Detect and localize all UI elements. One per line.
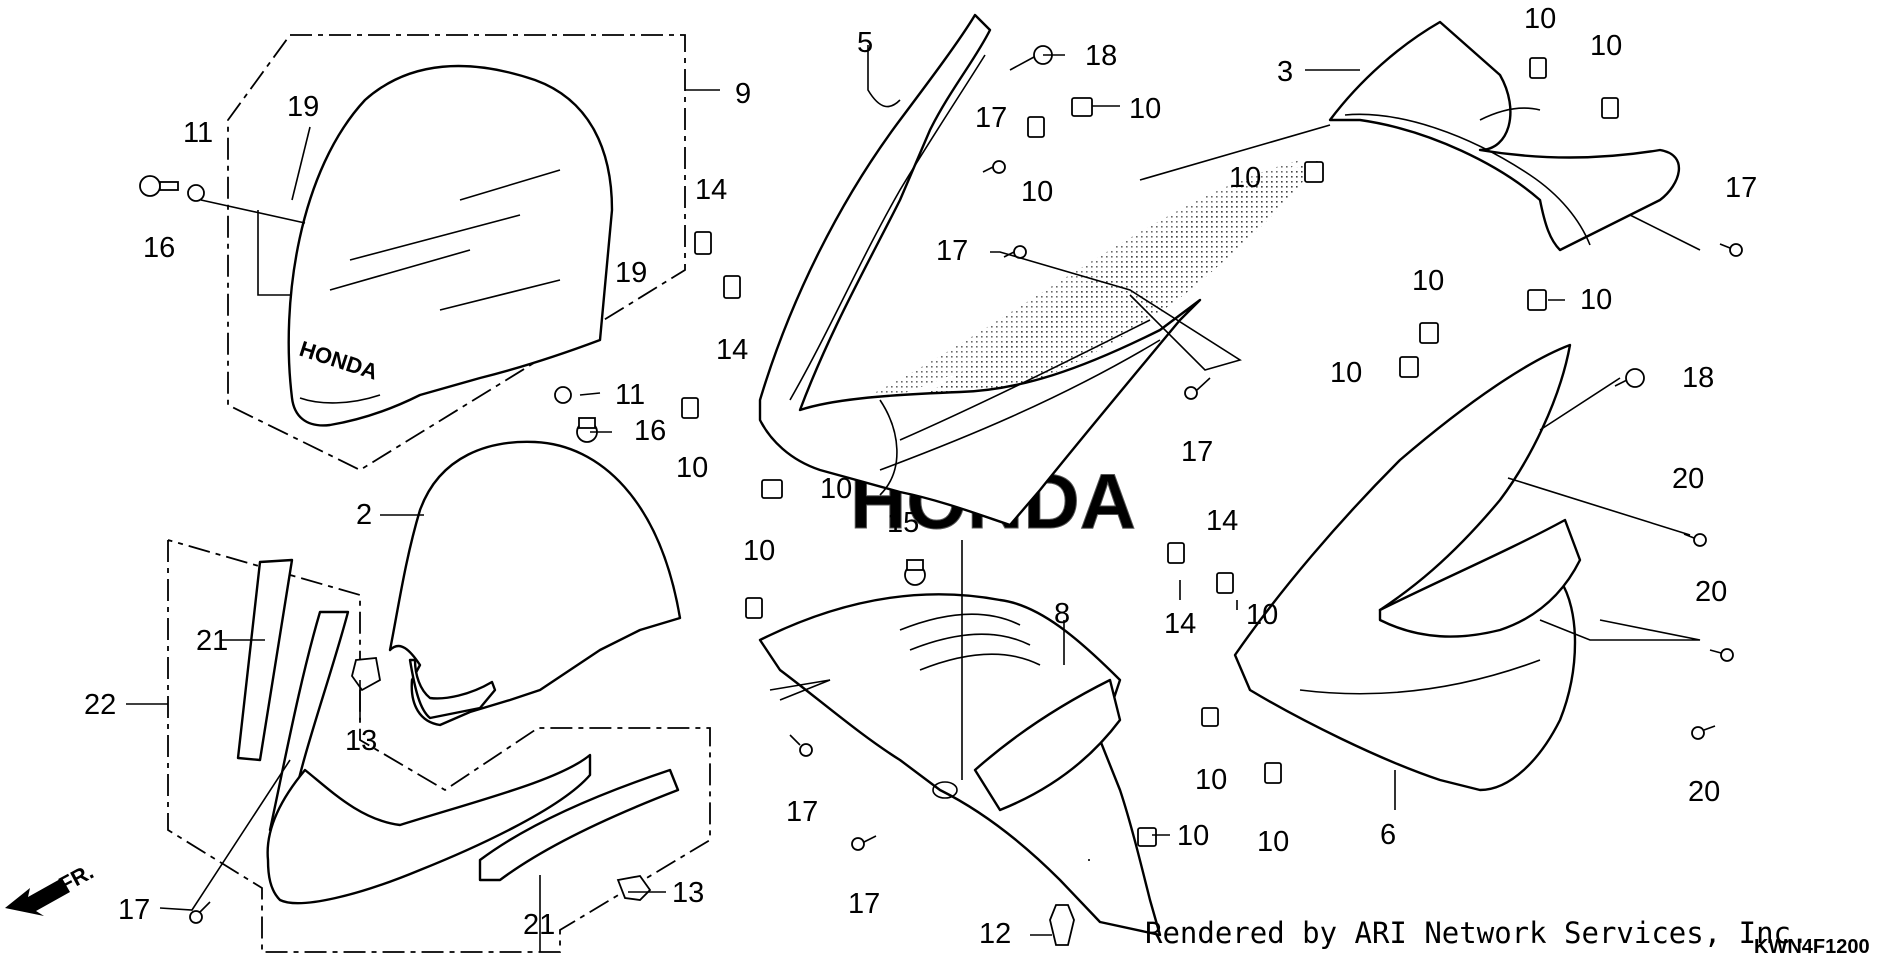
label-part-16-left: 16 [143,232,175,264]
label-part-10-a: 10 [676,452,708,484]
windscreen-part-9: HONDA [287,64,614,427]
label-part-21-bottom: 21 [523,909,555,941]
label-part-17-f: 17 [848,888,880,920]
credit-text: Rendered by ARI Network Services, Inc. [1145,916,1808,950]
label-part-15: 15 [887,507,919,539]
label-part-13-left: 13 [345,725,377,757]
label-part-17-d: 17 [1181,436,1213,468]
label-part-10-d: 10 [1021,176,1053,208]
label-part-22: 22 [84,689,116,721]
label-part-10-k: 10 [1412,265,1444,297]
label-part-10-h: 10 [1590,30,1622,62]
assembly-outlines [167,34,711,953]
upper-cover-part-3 [1328,20,1680,252]
label-part-14-c: 14 [1206,505,1238,537]
label-part-17-c: 17 [936,235,968,267]
label-part-13-right: 13 [672,877,704,909]
label-part-17-b: 17 [975,102,1007,134]
front-arrow: FR. [5,859,98,916]
side-cover-part-6 [1233,343,1582,792]
label-part-9: 9 [735,78,751,110]
label-part-10-i: 10 [1229,162,1261,194]
clips [681,57,1619,847]
leader-lines [126,45,1701,952]
label-part-10-n: 10 [1257,826,1289,858]
inner-screen-part-2 [388,440,682,727]
label-part-16-right: 16 [634,415,666,447]
label-part-21-left: 21 [196,625,228,657]
label-part-5: 5 [857,27,873,59]
label-part-10-b: 10 [820,473,852,505]
label-part-19-right: 19 [615,257,647,289]
trim-assembly-part-22 [236,558,680,905]
label-part-14-b: 14 [716,334,748,366]
label-part-17-a: 17 [118,894,150,926]
label-part-19-top: 19 [287,91,319,123]
label-part-10-o: 10 [1246,599,1278,631]
label-part-8: 8 [1054,598,1070,630]
lower-cover-part-8 [758,593,1162,937]
label-part-3: 3 [1277,56,1293,88]
label-part-20-b: 20 [1695,576,1727,608]
label-part-6: 6 [1380,819,1396,851]
part-labels: 9 19 19 11 11 16 16 14 14 10 10 2 21 21 … [84,3,1757,950]
label-part-12: 12 [979,918,1011,950]
label-part-11-top: 11 [183,117,213,149]
label-part-14-d: 14 [1164,608,1196,640]
label-part-18-right: 18 [1682,362,1714,394]
label-part-17-g: 17 [1725,172,1757,204]
label-part-11-bottom: 11 [615,379,645,411]
label-part-14-a: 14 [695,174,727,206]
label-part-10-c: 10 [1129,93,1161,125]
label-part-20-c: 20 [1688,776,1720,808]
label-part-10-m: 10 [1195,764,1227,796]
inner-cover-part-5 [758,13,1202,527]
label-part-18-top: 18 [1085,40,1117,72]
label-part-2: 2 [356,499,372,531]
label-part-10-g: 10 [1524,3,1556,35]
label-part-10-l: 10 [1330,357,1362,389]
diagram-code: KWN4F1200 [1754,936,1870,957]
fasteners [139,45,1743,946]
label-part-17-e: 17 [786,796,818,828]
label-part-10-f: 10 [1177,820,1209,852]
label-part-10-e: 10 [743,535,775,567]
label-part-10-j: 10 [1580,284,1612,316]
label-part-20-a: 20 [1672,463,1704,495]
